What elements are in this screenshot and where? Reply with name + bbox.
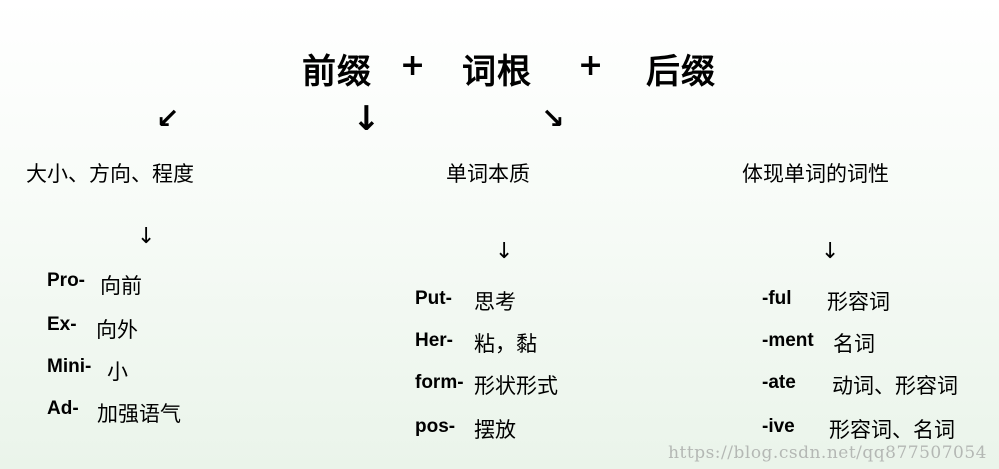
category-suffix: 体现单词的词性	[742, 162, 889, 186]
prefix-affix: Pro-	[47, 270, 85, 291]
category-root: 单词本质	[446, 162, 530, 186]
prefix-meaning: 向外	[96, 318, 138, 342]
suffix-meaning: 名词	[833, 332, 875, 356]
prefix-meaning: 加强语气	[97, 402, 181, 426]
root-meaning: 粘，黏	[474, 332, 537, 356]
arrow-down-right-icon: ↘	[541, 102, 565, 135]
prefix-example-item: Pro-	[47, 270, 85, 292]
suffix-meaning: 动词、形容词	[832, 374, 958, 398]
suffix-meaning: 形容词	[827, 290, 890, 314]
suffix-affix: -ment	[762, 330, 814, 351]
root-affix: Put-	[415, 288, 452, 309]
title-suffix: 后缀	[646, 52, 716, 92]
suffix-meaning: 形容词、名词	[829, 418, 955, 442]
prefix-meaning: 向前	[100, 274, 142, 298]
arrow-down-left-icon: ↙	[156, 102, 180, 135]
category-prefix: 大小、方向、程度	[26, 162, 194, 186]
prefix-meaning: 小	[107, 360, 128, 384]
root-affix: Her-	[415, 330, 454, 351]
prefix-example-item: Ex-	[47, 314, 77, 336]
suffix-down-arrow-icon: ↓	[821, 239, 840, 264]
root-affix: form-	[415, 372, 464, 393]
watermark: https://blog.csdn.net/qq877507054	[668, 443, 987, 463]
plus-sign-2: +	[578, 48, 604, 83]
suffix-affix: -ful	[762, 288, 792, 309]
arrow-down-icon: ↓	[352, 99, 381, 139]
prefix-example-item: Mini-	[47, 356, 91, 378]
prefix-affix: Mini-	[47, 356, 92, 377]
root-down-arrow-icon: ↓	[495, 239, 514, 264]
title-prefix: 前缀	[302, 52, 372, 92]
suffix-affix: -ive	[762, 416, 795, 437]
prefix-affix: Ad-	[47, 398, 79, 419]
prefix-example-item: Ad-	[47, 398, 79, 420]
prefix-affix: Ex-	[47, 314, 77, 335]
suffix-affix: -ate	[762, 372, 796, 393]
root-meaning: 思考	[474, 290, 516, 314]
title-root: 词根	[462, 52, 532, 92]
root-meaning: 形状形式	[474, 374, 558, 398]
plus-sign-1: +	[400, 48, 426, 83]
prefix-down-arrow-icon: ↓	[137, 224, 156, 249]
root-meaning: 摆放	[474, 418, 516, 442]
root-affix: pos-	[415, 416, 456, 437]
